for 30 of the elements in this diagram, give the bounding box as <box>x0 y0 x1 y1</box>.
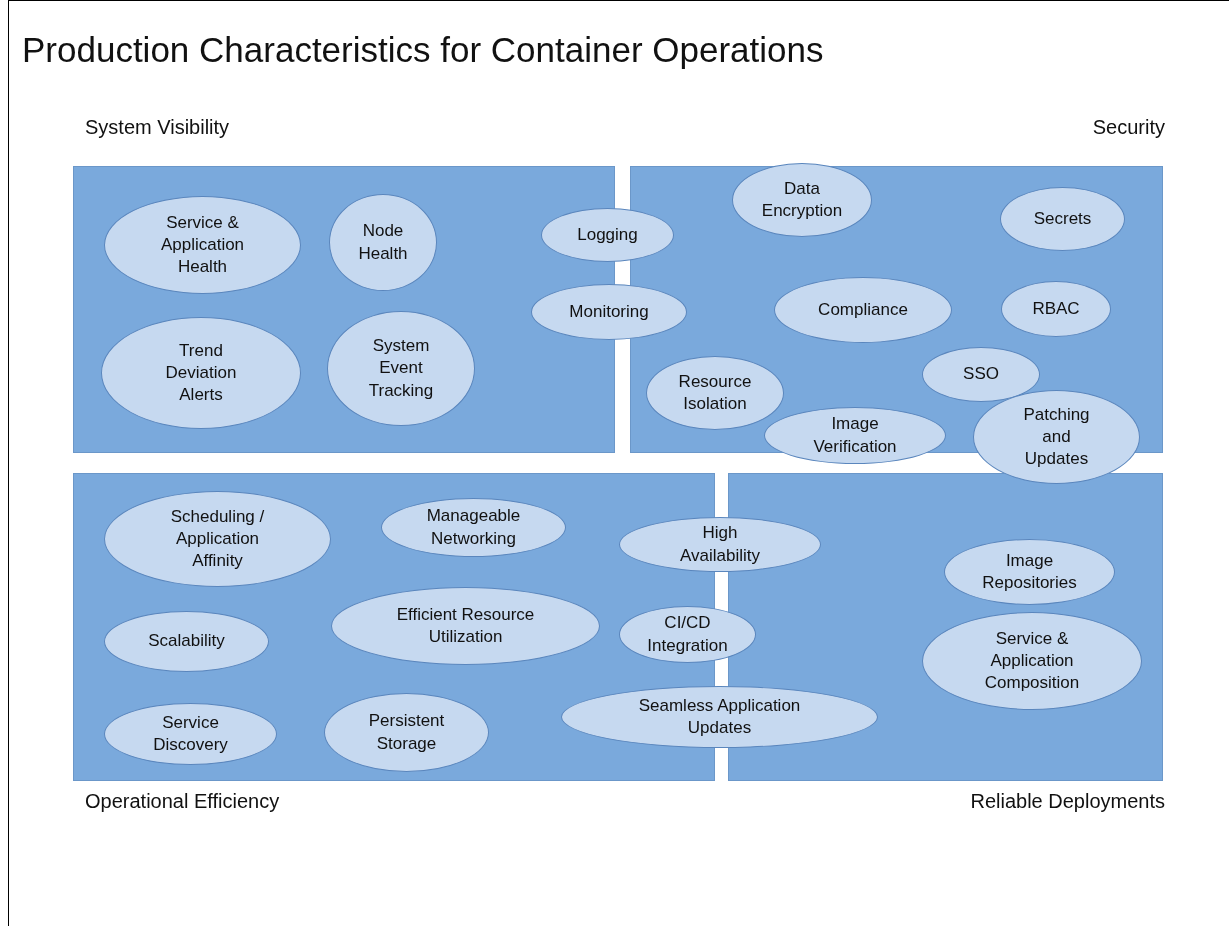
node-label: Image Repositories <box>981 549 1078 594</box>
node-label: Node Health <box>357 220 409 265</box>
node-label: SSO <box>963 363 999 386</box>
section-heading: System Visibility <box>85 116 230 139</box>
section-heading: Operational Efficiency <box>85 790 280 813</box>
node-label: Service & Application Health <box>159 211 246 279</box>
node-label: Compliance <box>818 298 908 321</box>
node-label: Efficient Resource Utilization <box>395 603 536 648</box>
node-label: Seamless Application Updates <box>637 694 802 739</box>
node-label: System Event Tracking <box>367 335 435 402</box>
node-label: Patching and Updates <box>1022 403 1091 471</box>
node-label: Trend Deviation Alerts <box>164 339 238 407</box>
node-label: Logging <box>577 223 638 246</box>
node-label: RBAC <box>1032 297 1080 320</box>
node-label: Monitoring <box>569 300 649 323</box>
node-label: Scheduling / Application Affinity <box>169 505 266 573</box>
node-label: Service Discovery <box>152 711 229 756</box>
node-label: Resource Isolation <box>677 370 753 415</box>
node-label: Persistent Storage <box>367 710 446 755</box>
node-label: Image Verification <box>812 413 898 458</box>
node-label: Secrets <box>1033 207 1092 230</box>
node-label: Manageable Networking <box>425 505 522 550</box>
node-label: High Availability <box>679 522 761 567</box>
node-label: CI/CD Integration <box>646 612 729 657</box>
diagram-title: Production Characteristics for Container Operations <box>22 30 824 70</box>
node-label: Data Encryption <box>760 177 844 222</box>
section-heading: Security <box>1092 116 1165 139</box>
node-label: Scalability <box>148 630 225 653</box>
node-label: Service & Application Composition <box>983 627 1081 695</box>
section-heading: Reliable Deployments <box>970 790 1165 813</box>
